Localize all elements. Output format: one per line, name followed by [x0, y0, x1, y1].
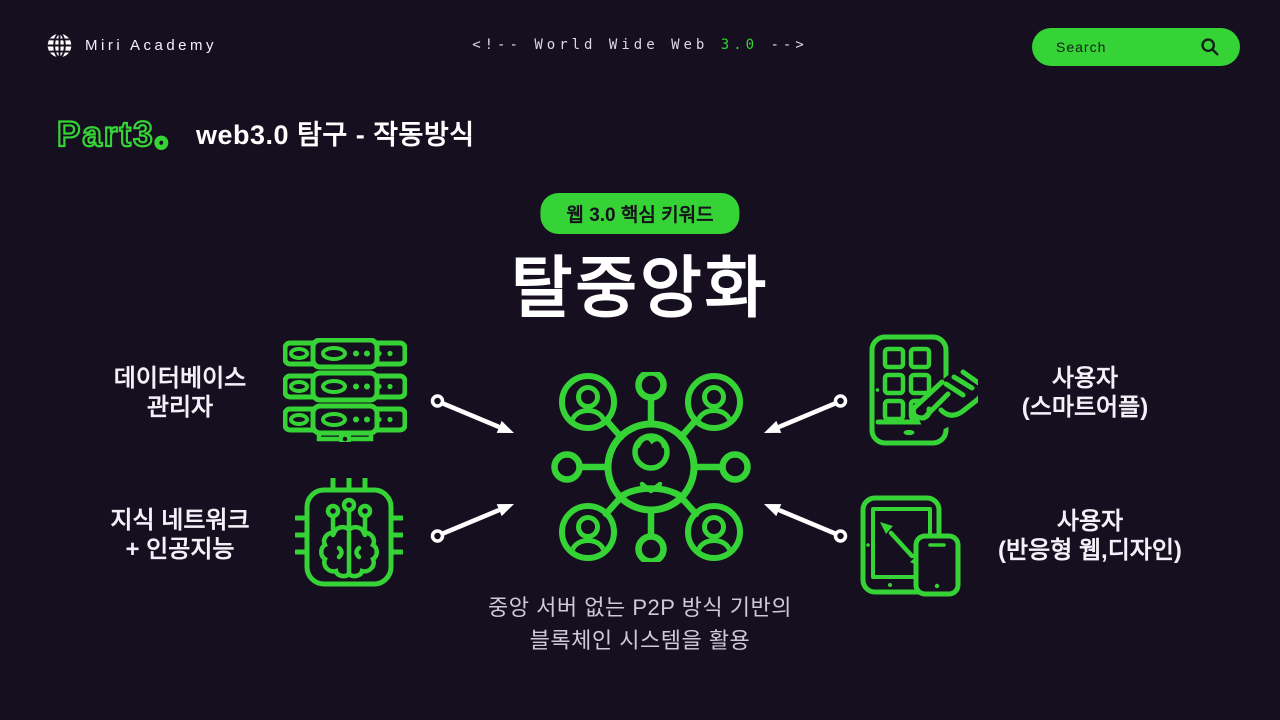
comment-prefix: <!-- World Wide Web: [472, 37, 721, 53]
comment-highlight: 3.0: [720, 37, 759, 53]
label-line: (반응형 웹,디자인): [998, 537, 1182, 564]
label-line: 지식 네트워크: [110, 507, 250, 534]
header-comment: <!-- World Wide Web 3.0 -->: [0, 37, 1280, 53]
page-title: web3.0 탐구 - 작동방식: [196, 120, 475, 150]
label-knowledge-ai: 지식 네트워크 + 인공지능: [50, 506, 310, 564]
brand-name: Miri Academy: [85, 37, 218, 54]
magnifier-icon: [1201, 38, 1219, 56]
label-line: 사용자: [1051, 365, 1119, 392]
label-user-smartapp: 사용자 (스마트어플): [965, 364, 1205, 422]
responsive-devices-icon: [860, 495, 961, 597]
arrow-connector-left-top: [430, 394, 514, 433]
caption-line: 중앙 서버 없는 P2P 방식 기반의: [488, 595, 792, 620]
search-button[interactable]: Search: [1032, 28, 1240, 66]
main-keyword: 탈중앙화: [510, 251, 770, 326]
smartphone-tap-icon: [869, 334, 978, 446]
label-line: + 인공지능: [125, 536, 235, 563]
keyword-badge: 웹 3.0 핵심 키워드: [540, 193, 740, 234]
arrow-connector-right-bottom: [764, 504, 848, 543]
label-user-responsive: 사용자 (반응형 웹,디자인): [960, 507, 1220, 565]
label-database-admin: 데이터베이스 관리자: [50, 364, 310, 422]
label-line: 데이터베이스: [113, 365, 247, 392]
globe-icon: [47, 32, 72, 59]
arrow-connector-right-top: [764, 394, 848, 433]
arrow-connector-left-bottom: [430, 504, 514, 543]
brand-logo: Miri Academy: [46, 32, 217, 59]
caption-line: 블록체인 시스템을 활용: [529, 628, 751, 653]
diagram-caption: 중앙 서버 없는 P2P 방식 기반의 블록체인 시스템을 활용: [0, 591, 1280, 657]
label-line: 관리자: [146, 394, 214, 421]
p2p-network-people-icon: [551, 372, 751, 562]
label-line: 사용자: [1056, 508, 1124, 535]
server-stack-icon: [283, 338, 407, 442]
comment-suffix: -->: [758, 37, 808, 53]
ai-brain-chip-icon: [295, 478, 403, 587]
part-number-label: Part3。: [56, 114, 192, 155]
label-line: (스마트어플): [1021, 394, 1149, 421]
search-label: Search: [1056, 39, 1107, 55]
